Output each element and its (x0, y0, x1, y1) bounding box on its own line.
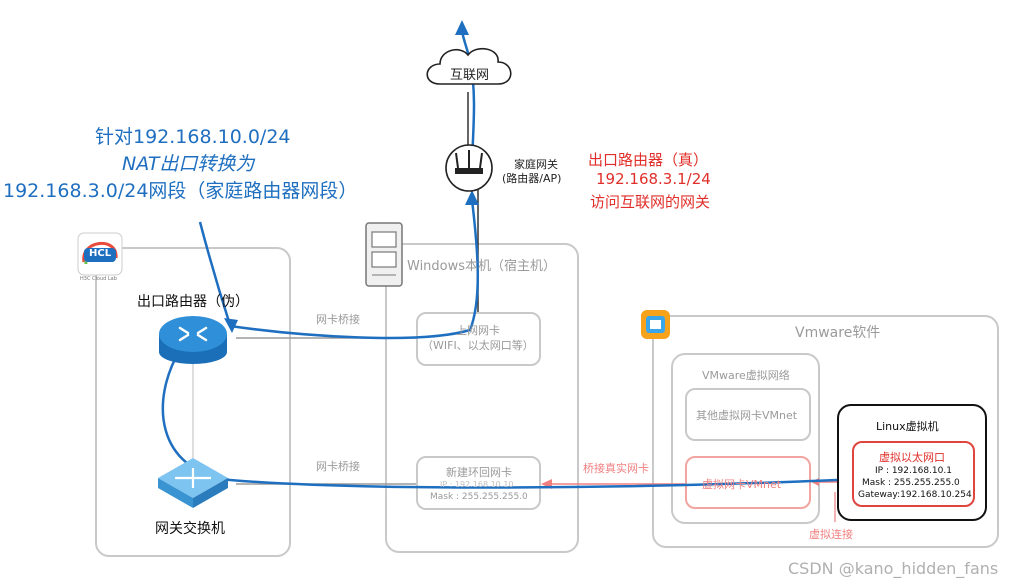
virtual-network-title: VMware虚拟网络 (702, 369, 790, 382)
virtual-link-label: 虚拟连接 (809, 528, 853, 541)
uplink-nic-line2: （WIFI、以太网口等） (422, 339, 534, 352)
hcl-logo-text: HCL (89, 248, 112, 259)
vmware-container (652, 315, 999, 548)
uplink-nic-box (416, 312, 541, 366)
virtual-eth-gateway: Gateway:192.168.10.254 (858, 490, 972, 500)
real-router-line3: 访问互联网的网关 (590, 193, 711, 211)
bridge-label-bottom: 网卡桥接 (316, 460, 360, 473)
watermark: CSDN @kano_hidden_fans (788, 559, 999, 578)
vmware-virtual-network-box (671, 353, 820, 524)
real-router-line2: 192.168.3.1/24 (596, 170, 711, 188)
vmnet-label: 虚拟网卡VMnet (702, 478, 782, 491)
fake-router-label: 出口路由器（伪） (137, 294, 249, 310)
vmnet-box (685, 456, 811, 509)
loopback-nic-box (416, 456, 541, 510)
virtual-eth-mask: Mask : 255.255.255.0 (862, 478, 960, 488)
other-vmnet-box (685, 388, 811, 441)
loopback-nic-line3: Mask : 255.255.255.0 (430, 492, 528, 502)
hcl-caption: H3C Cloud Lab (80, 276, 117, 282)
virtual-eth-title: 虚拟以太网口 (879, 451, 945, 464)
gateway-switch-label: 网关交换机 (155, 521, 225, 537)
annotation-line2: NAT出口转换为 (122, 153, 255, 175)
virtual-eth-ip: IP : 192.168.10.1 (875, 466, 952, 476)
annotation-line3: 192.168.3.0/24网段（家庭路由器网段） (3, 180, 358, 202)
real-router-line1: 出口路由器（真） (588, 151, 709, 169)
cloud-label: 互联网 (450, 68, 490, 83)
host-title: Windows本机（宿主机） (407, 259, 557, 274)
annotation-line1: 针对192.168.10.0/24 (95, 126, 291, 148)
bridge-real-nic-label: 桥接真实网卡 (583, 462, 649, 475)
host-container (385, 243, 579, 553)
linux-vm-box (837, 404, 987, 521)
loopback-nic-line2: IP : 192.168.10.10 (440, 480, 514, 489)
loopback-nic-line1: 新建环回网卡 (446, 466, 512, 479)
linux-vm-title: Linux虚拟机 (876, 420, 939, 433)
home-gateway-label-2: (路由器/AP) (502, 172, 562, 185)
other-vmnet-label: 其他虚拟网卡VMnet (696, 409, 798, 422)
vmware-title: Vmware软件 (795, 325, 881, 341)
bridge-label-top: 网卡桥接 (316, 313, 360, 326)
uplink-nic-line1: 上网网卡 (456, 324, 500, 337)
home-gateway-label-1: 家庭网关 (514, 158, 558, 171)
hcl-container (95, 247, 291, 557)
virtual-eth-box (852, 441, 975, 507)
